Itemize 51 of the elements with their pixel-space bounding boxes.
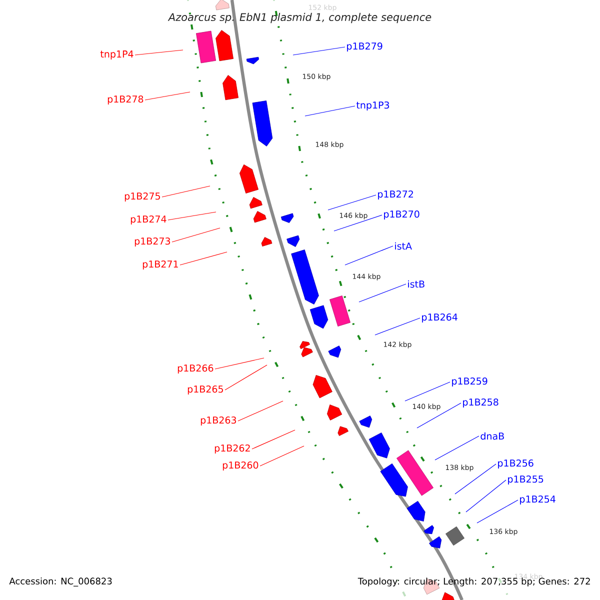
leader-line — [238, 400, 284, 422]
leader-line — [214, 358, 264, 370]
gene-label: p1B263 — [200, 416, 236, 426]
leader-line — [168, 212, 216, 220]
gene-label: p1B258 — [463, 398, 498, 408]
gene-label: p1B259 — [452, 377, 488, 387]
leader-line — [358, 284, 406, 302]
leader-line — [252, 430, 296, 450]
gene-label: istB — [408, 280, 424, 288]
gene-label: p1B262 — [214, 444, 250, 454]
leader-line — [172, 228, 220, 242]
gene-label: p1B265 — [188, 385, 223, 395]
leader-line — [180, 252, 228, 266]
leader-line — [434, 436, 480, 460]
leader-line — [260, 446, 304, 466]
gene-label: p1B266 — [178, 364, 214, 374]
leader-line — [454, 464, 496, 494]
leader-line — [328, 194, 376, 210]
gene-label: p1B278 — [108, 95, 144, 105]
leader-line — [404, 382, 450, 402]
accession-text: Accession: NC_006823 — [9, 578, 112, 586]
gene-label: p1B272 — [378, 190, 413, 200]
gene-label: p1B255 — [508, 475, 544, 485]
gene-label: p1B275 — [124, 192, 160, 202]
leader-line — [476, 500, 518, 524]
gene-label: p1B279 — [347, 42, 382, 52]
gene-label: p1B273 — [134, 237, 170, 247]
summary-text: Topology: circular; Length: 207,355 bp; Genes: 272 — [358, 578, 590, 586]
gene-label: p1B256 — [498, 459, 534, 469]
gene-label: p1B264 — [422, 313, 458, 323]
leader-line — [292, 46, 346, 56]
leader-line — [134, 50, 184, 56]
gene-label: p1B260 — [222, 461, 258, 471]
leader-line — [466, 480, 506, 512]
title: Azoarcus sp. EbN1 plasmid 1, complete sequence — [168, 12, 432, 24]
gene-label: p1B271 — [142, 260, 178, 270]
gene-label: p1B270 — [384, 210, 420, 220]
leader-line — [304, 106, 356, 116]
leader-line — [334, 214, 382, 232]
gene-label: tnp1P3 — [356, 101, 390, 111]
leader-line — [224, 364, 268, 390]
gene-label: p1B254 — [520, 495, 556, 505]
gene-label: dnaB — [480, 432, 504, 440]
leader-line — [374, 318, 420, 336]
gene-label: istA — [395, 242, 412, 250]
leader-line — [416, 402, 462, 428]
leader-line — [144, 92, 190, 100]
gene-label: tnp1P4 — [100, 50, 134, 60]
gene-label: p1B274 — [130, 215, 166, 225]
leader-line — [162, 186, 210, 198]
leader-line — [344, 246, 394, 266]
